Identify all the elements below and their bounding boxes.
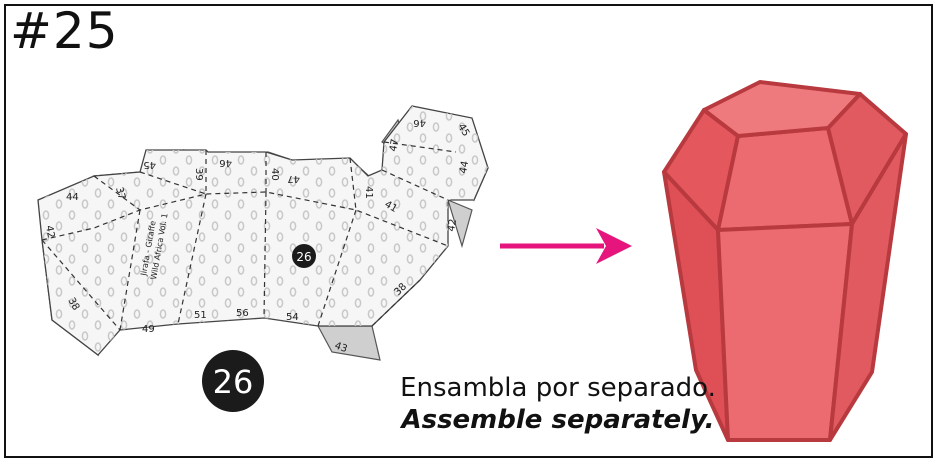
arrow-icon	[500, 228, 632, 264]
net-label: 49	[142, 324, 155, 335]
instruction-spanish: Ensambla por separado.	[400, 373, 716, 403]
net-label: 43	[333, 340, 349, 355]
step-number: #25	[10, 2, 119, 60]
fold-lines	[41, 141, 457, 331]
step-frame	[4, 4, 933, 458]
net-piece-badge	[292, 244, 316, 268]
assembled-piece	[662, 80, 908, 442]
net-label: 37	[113, 186, 127, 201]
net-label: 39	[193, 168, 204, 181]
net-label: 44	[66, 192, 79, 203]
net-label: 46	[413, 117, 426, 128]
paper-net: 44 42 38 37 45 39 46 40 47 41 41 46 45 4…	[37, 105, 489, 361]
net-label: 54	[286, 312, 299, 323]
instruction-english: Assemble separately.	[401, 405, 715, 435]
piece-badge: 26	[202, 350, 264, 412]
net-label: 42	[43, 225, 56, 239]
net-label: 51	[194, 310, 207, 321]
net-label: 41	[363, 186, 374, 199]
net-label: 46	[219, 157, 232, 168]
instruction-caption: Ensambla por separado. Assemble separate…	[378, 372, 738, 436]
net-label: 56	[236, 308, 249, 319]
net-label: 47	[388, 138, 401, 152]
piece-number: 26	[213, 363, 254, 401]
net-label: 45	[143, 159, 156, 170]
net-label: 42	[446, 218, 459, 232]
net-label: 40	[269, 168, 280, 181]
net-piece-badge-label: 26	[296, 250, 311, 264]
net-label: 47	[287, 173, 300, 184]
net-label: 44	[458, 160, 471, 174]
